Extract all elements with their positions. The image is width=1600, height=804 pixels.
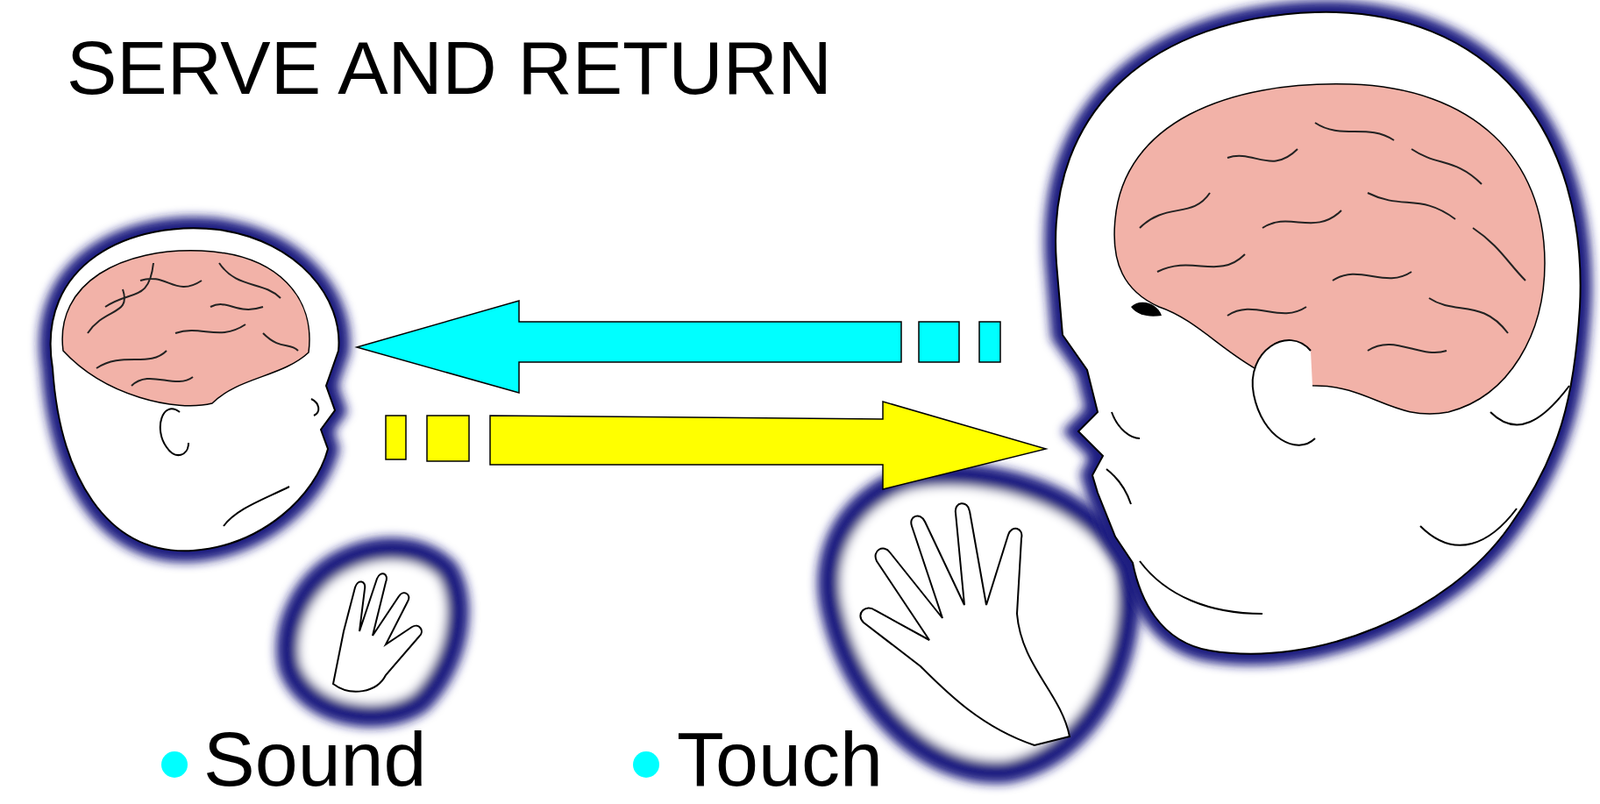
bullet-label: Sound — [203, 717, 427, 803]
baby-hand — [287, 548, 458, 716]
bullet-dot — [161, 751, 188, 778]
adult-head — [1055, 12, 1581, 655]
serve-arrow — [356, 300, 1001, 393]
return-arrow — [385, 401, 1046, 490]
bullet-label: Touch — [676, 717, 883, 803]
baby-head — [50, 227, 340, 551]
bullet-dot — [632, 751, 660, 778]
diagram-title: SERVE AND RETURN — [66, 26, 832, 110]
